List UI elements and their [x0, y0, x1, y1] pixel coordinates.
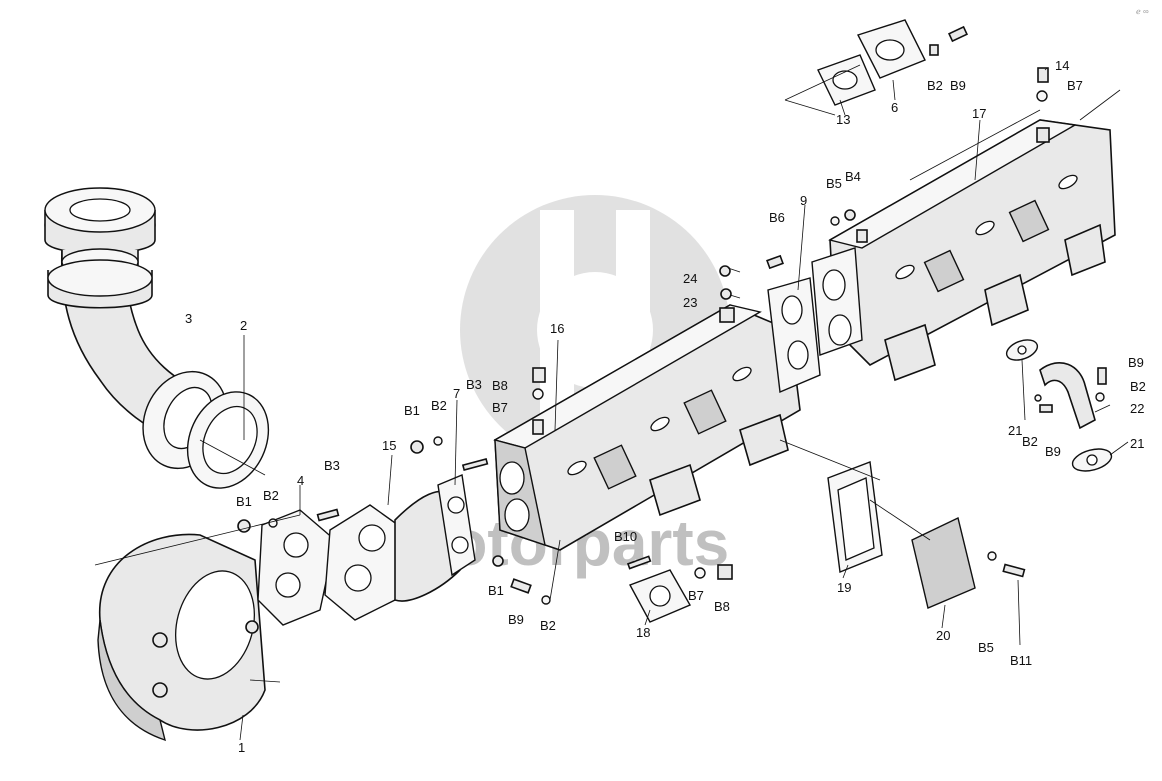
part-4-gasket [257, 509, 336, 626]
callout-7: 7 [453, 386, 460, 401]
part-1-housing [97, 533, 266, 742]
callout-22: 22 [1130, 401, 1144, 416]
callout-4: 4 [297, 473, 304, 488]
callout-b11: B11 [1010, 653, 1032, 668]
callout-b1-left: B1 [236, 494, 252, 509]
part-21-gasket-upper [1005, 339, 1039, 361]
callout-b9-top: B9 [950, 78, 966, 93]
callout-b3-left: B3 [324, 458, 340, 473]
callout-b9-right-high: B9 [1128, 355, 1144, 370]
part-7-gasket [437, 474, 476, 577]
part-20-cover [911, 516, 976, 609]
part-16-manifold [493, 304, 801, 551]
callout-2: 2 [240, 318, 247, 333]
callout-b5-bottom: B5 [978, 640, 994, 655]
callout-16: 16 [550, 321, 564, 336]
callout-13: 13 [836, 112, 850, 127]
callout-b4: B4 [845, 169, 861, 184]
callout-b6: B6 [769, 210, 785, 225]
callout-3: 3 [185, 311, 192, 326]
part-13-gasket [817, 54, 876, 106]
part-17-manifold [811, 119, 1116, 382]
callout-14: 14 [1055, 58, 1069, 73]
callout-b9-right-low: B9 [1045, 444, 1061, 459]
callout-b2-top: B2 [927, 78, 943, 93]
callout-b1-mid: B1 [404, 403, 420, 418]
callout-b7-mid: B7 [492, 400, 508, 415]
callout-b8-bottom: B8 [714, 599, 730, 614]
part-6-flange [857, 19, 926, 79]
callout-b2-mid: B2 [431, 398, 447, 413]
callout-b2-right-high: B2 [1130, 379, 1146, 394]
callout-18: 18 [636, 625, 650, 640]
callout-b7-top: B7 [1067, 78, 1083, 93]
part-9-gasket [767, 277, 821, 394]
callout-b2-left: B2 [263, 488, 279, 503]
callout-b9-bottom: B9 [508, 612, 524, 627]
part-18-plate [629, 569, 691, 623]
callout-b10: B10 [614, 529, 637, 544]
part-22-pipe [1039, 361, 1096, 430]
callout-19: 19 [837, 580, 851, 595]
callout-b7-bottom: B7 [688, 588, 704, 603]
callout-15: 15 [382, 438, 396, 453]
part-2-gasket [186, 391, 270, 489]
callout-21-upper: 21 [1008, 423, 1022, 438]
callout-9: 9 [800, 193, 807, 208]
callout-b2-right-low: B2 [1022, 434, 1038, 449]
callout-labels: 1 2 3 4 6 7 9 13 14 15 16 17 18 19 20 21… [185, 58, 1146, 755]
callout-b2-bottom: B2 [540, 618, 556, 633]
callout-b8-mid: B8 [492, 378, 508, 393]
part-19-gasket [827, 461, 883, 573]
callout-21-lower: 21 [1130, 436, 1144, 451]
corner-mark: ℯ ∞ [1136, 7, 1149, 16]
callout-20: 20 [936, 628, 950, 643]
callout-23: 23 [683, 295, 697, 310]
callout-24: 24 [683, 271, 697, 286]
part-15-adapter [324, 490, 461, 621]
callout-1: 1 [238, 740, 245, 755]
callout-6: 6 [891, 100, 898, 115]
callout-b3-mid: B3 [466, 377, 482, 392]
leader-lines [94, 64, 1129, 741]
callout-17: 17 [972, 106, 986, 121]
part-21-gasket-lower [1071, 448, 1113, 472]
fasteners [237, 25, 1107, 605]
callout-b1-bottom: B1 [488, 583, 504, 598]
callout-b5-top: B5 [826, 176, 842, 191]
